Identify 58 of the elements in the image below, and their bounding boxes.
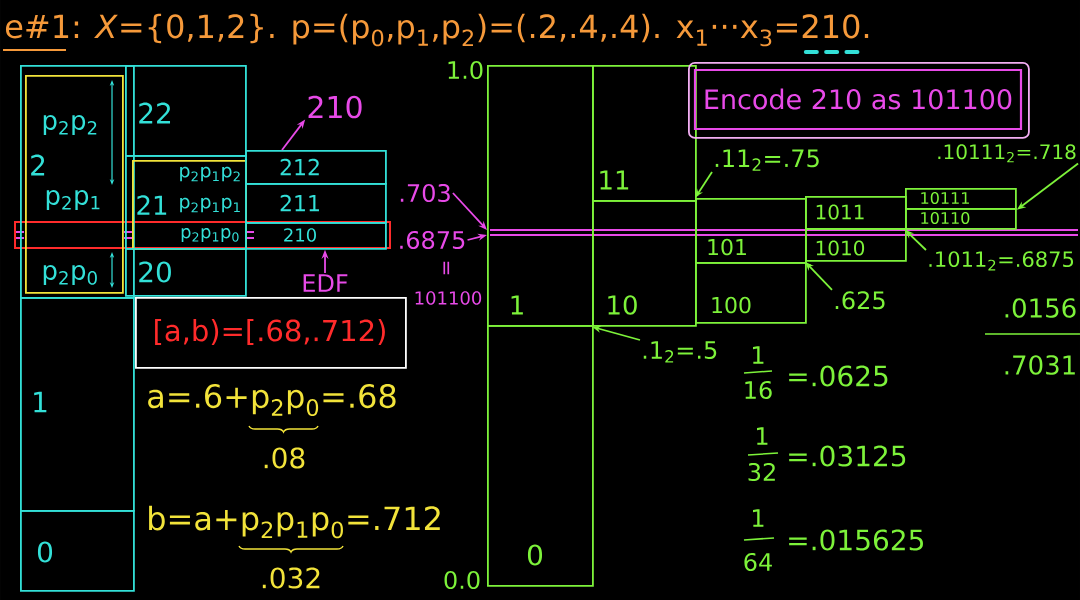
interval-cell: 11 bbox=[592, 65, 697, 202]
interval-box: [a,b)=[.68,.712) bbox=[135, 297, 407, 369]
probability-label: p$_{2}$p$_{2}$ bbox=[43, 115, 97, 135]
interval-cell: 1 bbox=[20, 297, 135, 512]
symbol-label: 2 bbox=[31, 154, 45, 176]
probability-label: p$_{2}$p$_{1}$p$_{2}$ bbox=[180, 166, 240, 182]
interval-cell: 1010 bbox=[805, 228, 907, 262]
interval-cell: 20 bbox=[125, 248, 247, 297]
interval-cell: 0 bbox=[20, 510, 135, 592]
interval-cell: 1 bbox=[487, 65, 594, 327]
encode-box: Encode 210 as 101100 bbox=[688, 62, 1030, 139]
equation: a=.6+p$_{2}$p$_{0}$=.68 bbox=[148, 383, 396, 417]
interval-cell: 10110 bbox=[905, 208, 1017, 230]
arrow bbox=[452, 192, 487, 230]
fraction-denominator: 16 bbox=[745, 380, 772, 400]
fraction-numerator: 1 bbox=[753, 509, 764, 527]
interval-cell: 10111 bbox=[905, 188, 1017, 210]
value-label: .703 bbox=[400, 183, 450, 203]
symbol-label: 21 bbox=[137, 195, 167, 215]
equation: =.03125 bbox=[789, 445, 906, 467]
equals-sign: = bbox=[443, 261, 450, 275]
axis-label: 1.0 bbox=[448, 60, 483, 80]
interval-cell: 0 bbox=[487, 325, 594, 587]
fraction-denominator: 32 bbox=[748, 462, 775, 482]
interval-cell: 1011 bbox=[805, 196, 907, 230]
probability-label: p$_{2}$p$_{1}$p$_{0}$ bbox=[181, 228, 239, 242]
probability-label: p$_{2}$p$_{1}$p$_{1}$ bbox=[180, 197, 240, 213]
value-label: .6875 bbox=[400, 230, 465, 250]
annotation-label: .625 bbox=[835, 291, 885, 310]
equation: =.0625 bbox=[789, 365, 888, 387]
fraction-numerator: 1 bbox=[753, 346, 764, 364]
highlight-box bbox=[25, 75, 124, 294]
interval-cell bbox=[20, 65, 135, 299]
value-label: .032 bbox=[262, 567, 320, 589]
sequence-label: 210 bbox=[308, 95, 362, 119]
annotation-label: .1011$_{2}$=.6875 bbox=[929, 251, 1074, 271]
annotation-label: .1$_{2}$=.5 bbox=[643, 341, 717, 363]
value-label: .08 bbox=[264, 447, 305, 469]
codeword-label: 101100 bbox=[415, 291, 482, 305]
fraction-denominator: 64 bbox=[744, 552, 772, 572]
sum-result: .7031 bbox=[1005, 355, 1075, 375]
interval-cell: 10 bbox=[592, 200, 697, 327]
sum-term: .0156 bbox=[1005, 298, 1076, 318]
fraction-numerator: 1 bbox=[757, 427, 768, 445]
title: e#1: X={0,1,2}. p=(p$_{0}$,p$_{1}$,p$_{2}$)=(.2,.4,.4). x$_{1}$···x$_{3}$=210. bbox=[6, 13, 869, 47]
interval-cell: 101 bbox=[695, 198, 807, 264]
interval-cell: 100 bbox=[695, 262, 807, 324]
interval-cell: 22 bbox=[125, 65, 247, 157]
interval-cell: 211 bbox=[245, 183, 387, 224]
interval-cell: 212 bbox=[245, 150, 387, 185]
equation: b=a+p$_{2}$p$_{1}$p$_{0}$=.712 bbox=[149, 505, 440, 539]
probability-label: p$_{2}$p$_{1}$ bbox=[46, 190, 100, 210]
marker-label: EDF bbox=[303, 274, 348, 292]
equation: =.015625 bbox=[789, 529, 923, 551]
annotation-label: .10111$_{2}$=.718 bbox=[938, 144, 1076, 163]
interval-cell: 210 bbox=[245, 222, 387, 250]
annotation-label: .11$_{2}$=.75 bbox=[715, 149, 819, 171]
probability-label: p$_{2}$p$_{0}$ bbox=[43, 265, 97, 285]
